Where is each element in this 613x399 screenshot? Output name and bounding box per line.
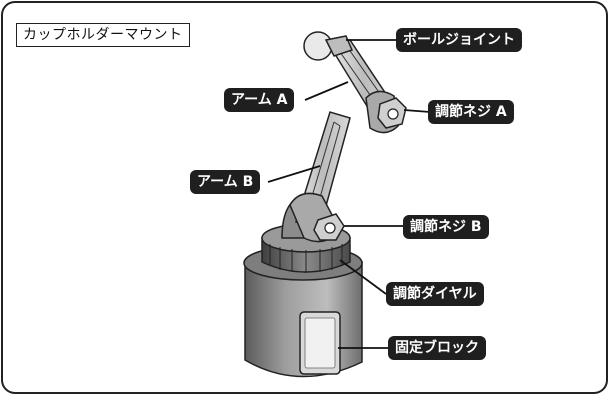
label-adjustment-screw-b: 調節ネジ B — [403, 215, 489, 239]
label-arm-b: アーム B — [190, 170, 261, 194]
ball-joint — [303, 31, 354, 61]
label-adjustment-screw-a: 調節ネジ A — [428, 100, 514, 124]
label-adjustment-dial: 調節ダイヤル — [386, 282, 484, 306]
adjustment-screw-b — [289, 192, 345, 243]
label-ball-joint: ボールジョイント — [396, 28, 522, 52]
label-arm-a: アーム A — [224, 88, 295, 112]
diagram-title: カップホルダーマウント — [16, 23, 190, 47]
label-fixing-block: 固定ブロック — [388, 336, 486, 360]
leader-lines — [267, 39, 431, 349]
adjustment-screw-a — [365, 90, 407, 134]
